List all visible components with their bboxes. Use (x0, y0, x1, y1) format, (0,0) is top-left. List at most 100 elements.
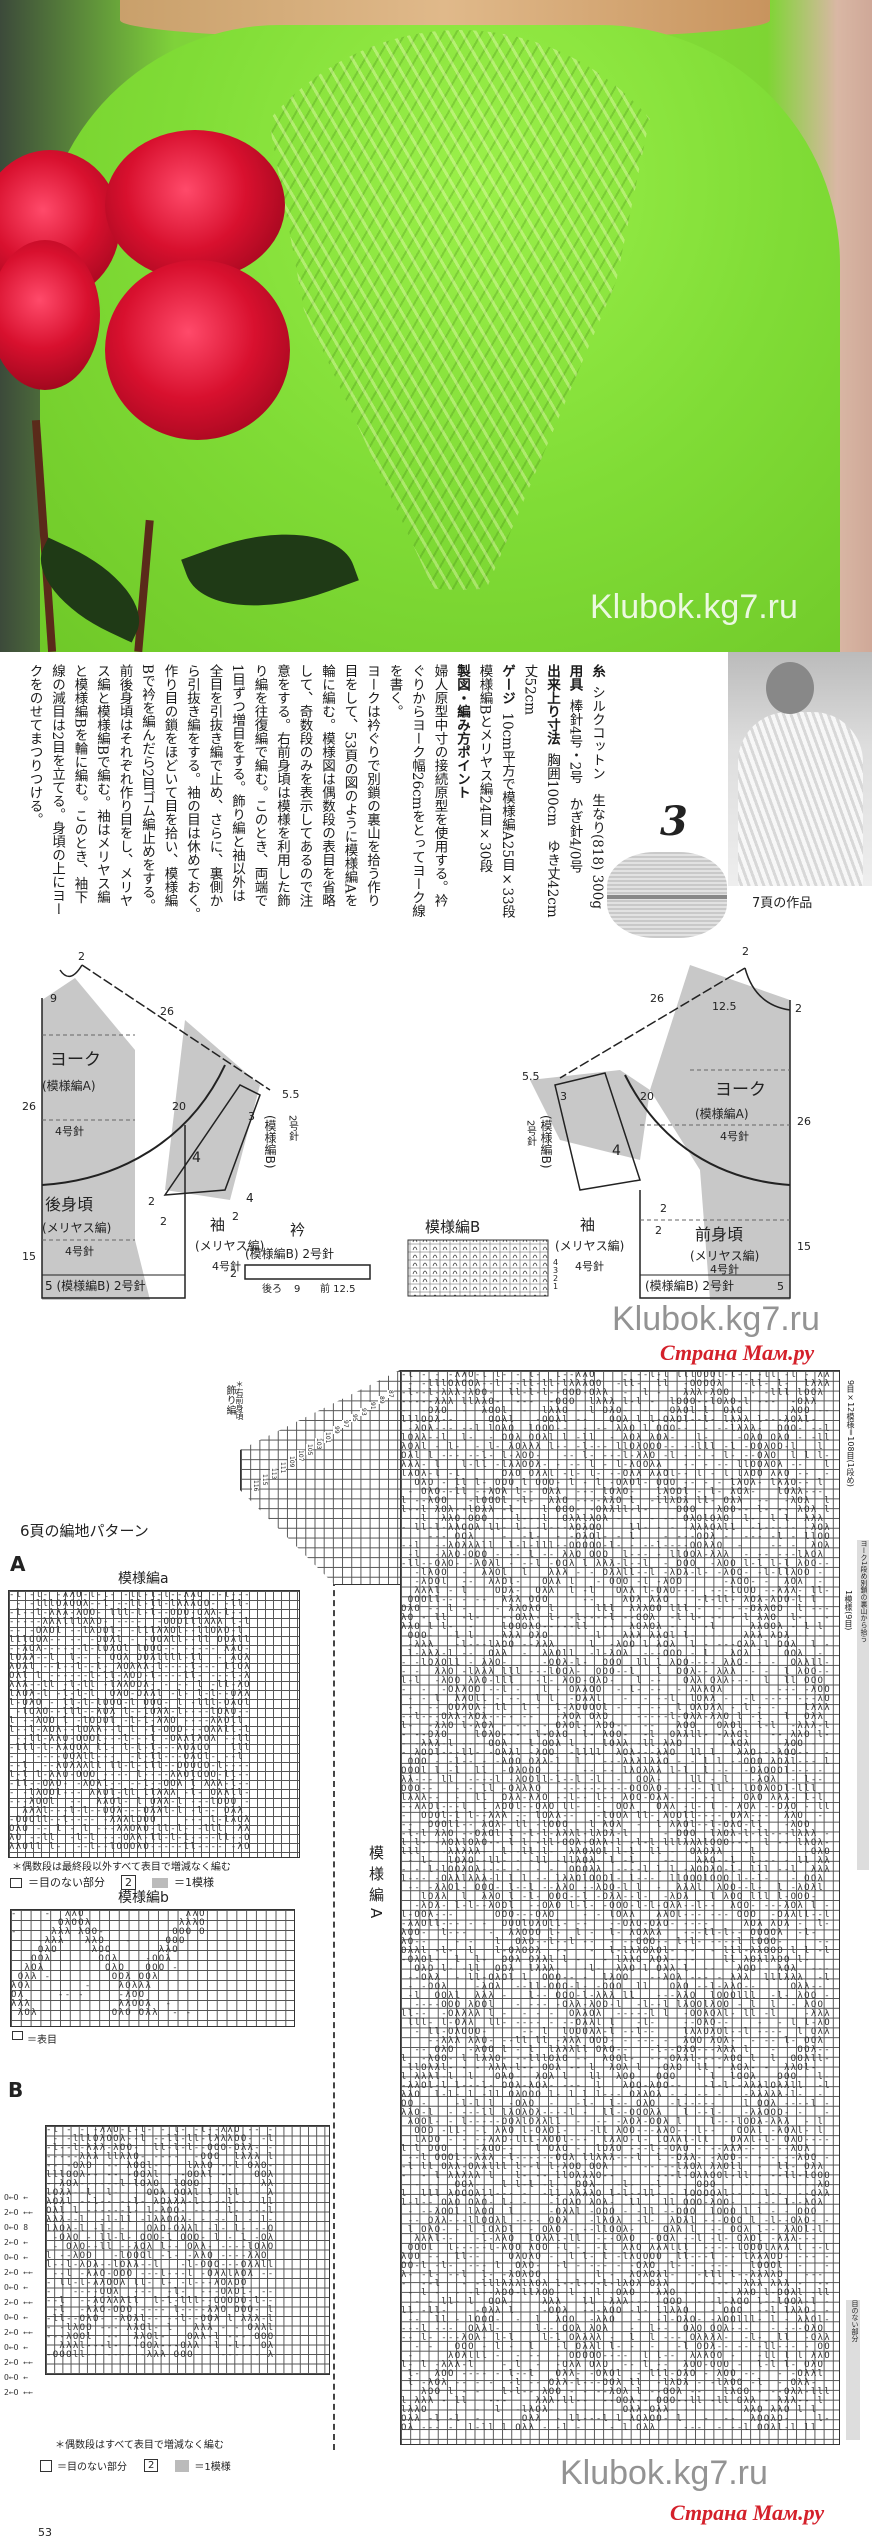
watermark: Klubok.kg7.ru (590, 588, 798, 626)
instruction-text-line: と模様編Bを輪に編む。このとき、袖下 (71, 664, 88, 904)
row-number: 91 (369, 1402, 376, 1410)
dim: 2 (232, 1210, 239, 1223)
watermark-red: Страна Мам.ру (660, 1340, 815, 1365)
instruction-column: を書く。 (383, 664, 406, 932)
instruction-text-line: クをのせてまつりつける。 (26, 664, 43, 826)
instruction-label: 用具 (566, 664, 583, 691)
instruction-text-line: 丈52cm (521, 664, 538, 716)
model-head (766, 662, 814, 714)
dim: 3 (560, 1090, 567, 1103)
dim: 2 (148, 1195, 155, 1208)
row-number: 95 (351, 1414, 358, 1422)
row-number: 87 (387, 1390, 394, 1398)
sweater-photo: Klubok.kg7.ru (0, 0, 872, 652)
instruction-column: 出来上り寸法胸囲100cm ゆき丈42cm (541, 664, 564, 932)
instruction-column: 目をして、53頁の図のように模様編Aを (338, 664, 361, 932)
row-number: 109 (288, 1456, 295, 1468)
back-sleeve-pattern: (メリヤス編) (195, 1238, 264, 1253)
repeat-box-icon (152, 1877, 168, 1888)
pattern-b-chart: 模様編B 4 3 2 1 (407, 1218, 558, 1297)
schematic-diagram: ヨーク (模様編A) 4号針 後身頃 (メリヤス編) 4号針 5 (模様編B) … (22, 945, 811, 1300)
fabric-swatch (607, 852, 727, 938)
back-body-needle: 4号針 (65, 1244, 94, 1258)
row-number: 93 (360, 1408, 367, 1416)
pattern-a-title: 模様編a (118, 1571, 169, 1587)
decor-label: 飾り編 (224, 1385, 235, 1415)
section-letter-a: A (10, 1552, 26, 1576)
watermark: Klubok.kg7.ru (560, 2454, 768, 2492)
instruction-text-line: Bで衿を編んだら2目ゴム編止めをする。 (139, 664, 155, 913)
instruction-text-line: 作り目の鎖をほどいて目を拾い、模様編 (161, 664, 178, 907)
pattern-b-title: 模様編B (425, 1218, 480, 1236)
dim: 2 (160, 1215, 167, 1228)
dim: 15 (797, 1240, 811, 1253)
back-yoke-needle: 4号針 (55, 1124, 84, 1138)
instruction-column: ら引抜き編をする。袖の目は休めておく。 (181, 664, 204, 932)
dim: 3 (248, 1110, 255, 1123)
dim: 2 (795, 1002, 802, 1015)
instruction-label: 出来上り寸法 (544, 664, 560, 745)
rose (0, 240, 100, 390)
model-body (738, 712, 863, 886)
instruction-label: 製図・編み方ポイント (454, 664, 470, 799)
collar-label: 衿 (290, 1221, 305, 1239)
row-number: 3 (553, 1266, 558, 1275)
instruction-text-line: 1目ずつ増目をする。飾り編と袖以外は (229, 664, 245, 903)
instruction-column: と模様編Bを輪に編む。このとき、袖下 (68, 664, 91, 932)
front-body-needle: 4号針 (710, 1262, 739, 1276)
row-number: 99 (333, 1426, 340, 1434)
instruction-column: Bで衿を編んだら2目ゴム編止めをする。 (136, 664, 159, 932)
back-body-label: 後身頃 (45, 1195, 93, 1214)
instruction-column: 製図・編み方ポイント (451, 664, 474, 932)
front-yoke-label: ヨーク (715, 1080, 766, 1100)
legend-repeat-label: ＝1模様 (174, 1876, 214, 1889)
pattern-b-chart: -l - - -λλO-l-l- - l- -l--λλO -- - - -ll… (45, 2125, 330, 2375)
stitch-count-text: 9目×12模様＝108目 (846, 1380, 855, 1460)
legend-symbol: 2 (144, 2459, 159, 2472)
row-number: 115 (261, 1474, 268, 1486)
page-number: 53 (38, 2526, 52, 2539)
work-caption: 7頁の作品 (752, 896, 813, 911)
row-number: 89 (378, 1396, 385, 1404)
back-cuff-needle: 2号針 (287, 1115, 299, 1142)
collar-pattern: (模様編B) 2号針 (245, 1246, 334, 1261)
side-note-b: 目のない部分 (846, 2300, 860, 2440)
front-hem-label: (模様編B) 2号針 (645, 1278, 734, 1293)
dim: 4 (192, 1150, 201, 1166)
back-sleeve-label: 袖 (210, 1216, 225, 1234)
dim: 15 (22, 1250, 36, 1263)
row-number: 4 (553, 1258, 558, 1267)
instruction-text-line: ら引抜き編をする。袖の目は休めておく。 (184, 664, 200, 921)
dim: 2 (655, 1224, 662, 1237)
legend-empty-label: ＝目のない部分 (57, 2462, 127, 2473)
pattern-b-small-legend: ＝表目 (12, 2031, 57, 2046)
dim: 4 (246, 1191, 254, 1205)
instruction-text-line: 10cm平方で模様編A25目×33段 (499, 712, 515, 919)
front-yoke-pattern: (模様編A) (695, 1106, 749, 1121)
dim: 5 (777, 1280, 784, 1293)
decor-sub: ＊右前身頃 (235, 1380, 244, 1420)
repeat-label: 1模様(9目) (843, 1590, 854, 1630)
instruction-column: ス編と模様編Bで編む。袖はメリヤス編 (91, 664, 114, 932)
instruction-text-line: して、奇数段のみを表示してあるので注 (296, 664, 313, 907)
row-number: 1 (553, 1282, 558, 1291)
dim: 9 (294, 1284, 300, 1295)
row-number: 101 (324, 1432, 331, 1444)
front-sleeve-needle: 4号針 (575, 1259, 604, 1273)
instruction-text-line: 前後身頃はそれぞれ作り目をし、メリヤ (116, 664, 133, 907)
rose (105, 130, 285, 280)
rose (105, 260, 290, 440)
instruction-column: り編を往復編で編む。このとき、両端で (248, 664, 271, 932)
instruction-column: 丈52cm (518, 664, 541, 932)
instruction-text-line: 模様編Bとメリヤス編24目×30段 (476, 664, 493, 873)
instruction-text-line: 婦人原型中寸の接続原型を使用する。衿 (431, 664, 448, 907)
dim: 26 (650, 992, 664, 1005)
dim: 12.5 (712, 1000, 737, 1013)
front-sleeve-pattern: (メリヤス編) (555, 1238, 624, 1253)
front-body-pattern: (メリヤス編) (690, 1248, 759, 1263)
dashed-connector (333, 1570, 335, 2450)
dim: 5.5 (282, 1088, 300, 1101)
dim: 2 (742, 945, 749, 958)
instruction-text-line: 意をする。右前身頃は模様を利用した飾 (274, 664, 290, 907)
